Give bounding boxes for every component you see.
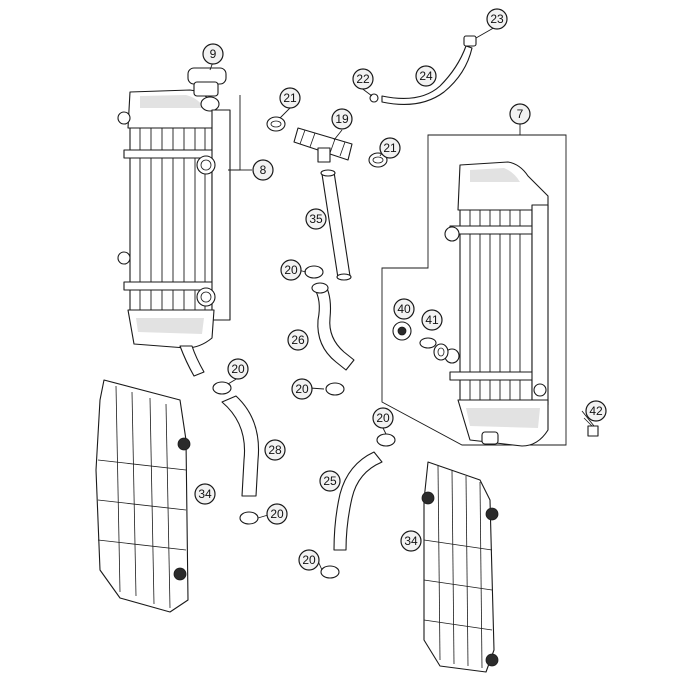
- callout-label: 23: [490, 12, 504, 26]
- callout-label: 34: [404, 534, 418, 548]
- callout-label: 20: [270, 507, 284, 521]
- callout-41: 41: [421, 309, 443, 331]
- left-radiator: [117, 67, 231, 377]
- hose-26: [304, 265, 355, 396]
- callout-label: 7: [517, 107, 524, 121]
- callout-34: 34: [194, 483, 216, 505]
- callout-20: 20: [266, 503, 288, 525]
- callouts: 9 23 22 24 21 19 21 7: [194, 8, 607, 571]
- hose-25: [320, 433, 396, 579]
- callout-20: 20: [280, 259, 302, 281]
- callout-20: 20: [291, 378, 313, 400]
- callout-20: 20: [372, 407, 394, 429]
- callout-20: 20: [227, 358, 249, 380]
- callout-35: 35: [305, 208, 327, 230]
- callout-label: 20: [302, 553, 316, 567]
- right-radiator: [381, 134, 599, 447]
- callout-label: 21: [383, 141, 397, 155]
- callout-20: 20: [298, 549, 320, 571]
- callout-label: 8: [260, 163, 267, 177]
- pipe-35: [320, 169, 352, 281]
- callout-22: 22: [352, 68, 374, 90]
- callout-label: 35: [309, 212, 323, 226]
- callout-label: 34: [198, 487, 212, 501]
- callout-28: 28: [264, 439, 286, 461]
- callout-34: 34: [400, 530, 422, 552]
- callout-label: 20: [295, 382, 309, 396]
- callout-9: 9: [202, 43, 224, 65]
- hose-28: [212, 381, 260, 525]
- t-piece-and-clamps: [266, 35, 477, 168]
- callout-21: 21: [279, 87, 301, 109]
- callout-label: 20: [284, 263, 298, 277]
- callout-25: 25: [319, 470, 341, 492]
- callout-21: 21: [379, 137, 401, 159]
- callout-40: 40: [393, 298, 415, 320]
- callout-label: 40: [397, 302, 411, 316]
- right-shroud: [421, 461, 499, 673]
- callout-label: 41: [425, 313, 439, 327]
- callout-label: 24: [419, 69, 433, 83]
- callout-24: 24: [415, 65, 437, 87]
- callout-label: 22: [356, 72, 370, 86]
- left-shroud: [95, 379, 191, 613]
- callout-label: 19: [335, 112, 349, 126]
- callout-42: 42: [585, 400, 607, 422]
- callout-19: 19: [331, 108, 353, 130]
- callout-label: 21: [283, 91, 297, 105]
- callout-label: 26: [291, 333, 305, 347]
- callout-label: 42: [589, 404, 603, 418]
- callout-7: 7: [509, 103, 531, 125]
- callout-label: 20: [376, 411, 390, 425]
- grommet-and-washer: [392, 321, 449, 361]
- callout-26: 26: [287, 329, 309, 351]
- callout-label: 25: [323, 474, 337, 488]
- callout-label: 28: [268, 443, 282, 457]
- callout-23: 23: [486, 8, 508, 30]
- callout-label: 20: [231, 362, 245, 376]
- callout-label: 9: [210, 47, 217, 61]
- callout-8: 8: [252, 159, 274, 181]
